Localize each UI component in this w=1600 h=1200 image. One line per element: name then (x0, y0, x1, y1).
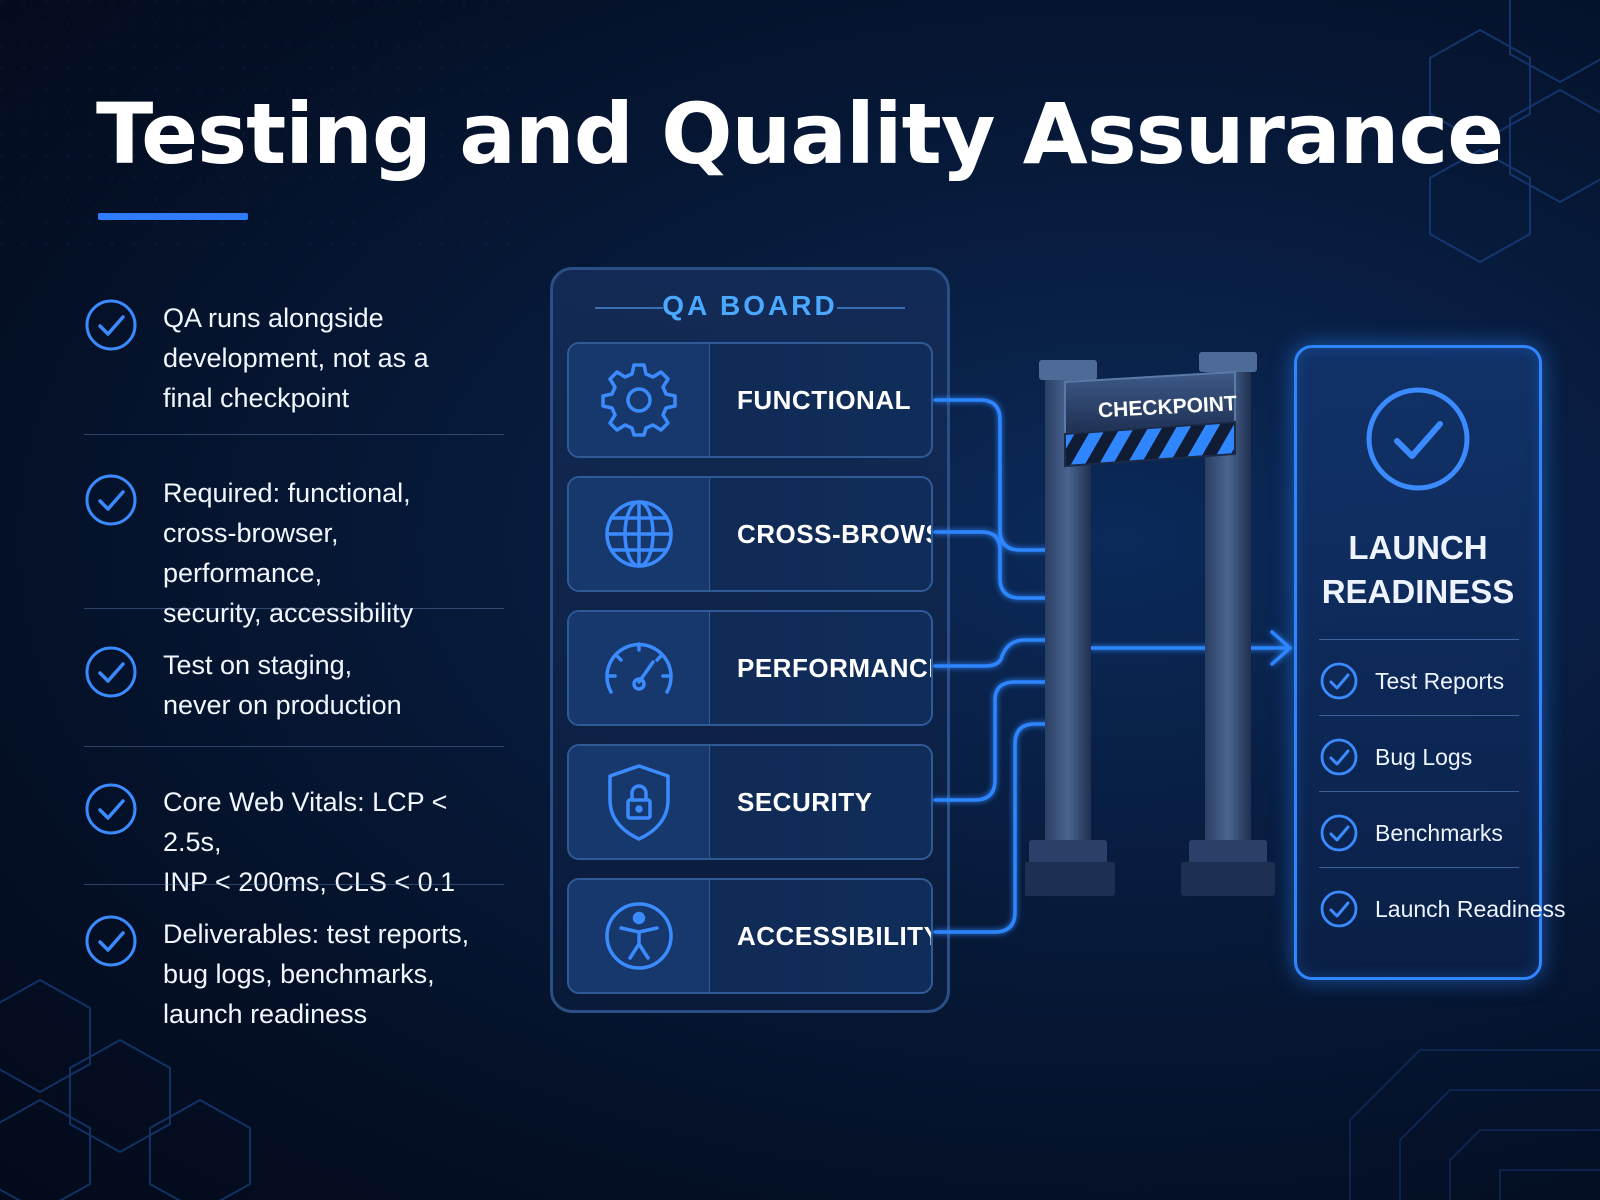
bullet-line: development, not as a (163, 343, 429, 373)
qa-board-title: QA BOARD (662, 290, 838, 321)
launch-readiness-panel: LAUNCH READINESS Test Reports Bug Logs B… (1294, 345, 1566, 980)
check-circle-icon (85, 299, 137, 351)
qa-row-label: PERFORMANCE (737, 652, 933, 683)
bullet-line: Deliverables: test reports, (163, 919, 470, 949)
check-circle-icon (85, 646, 137, 698)
bullet-line: Required: functional, (163, 478, 411, 508)
bullet-line: security, accessibility (163, 598, 414, 628)
bullet-text: Test on staging, never on production (163, 645, 504, 725)
qa-row-label: SECURITY (737, 786, 873, 817)
check-circle-icon (85, 915, 137, 967)
qa-row-label: FUNCTIONAL (737, 384, 911, 415)
launch-item-label: Benchmarks (1375, 819, 1503, 846)
bullet-line: Core Web Vitals: LCP < 2.5s, (163, 787, 448, 857)
launch-item-label: Bug Logs (1375, 743, 1473, 770)
launch-title-line: LAUNCH (1348, 529, 1488, 566)
qa-row-cross-browser: CROSS-BROWSER (567, 476, 933, 592)
qa-row-iconbox (569, 344, 710, 456)
page-title: Testing and Quality Assurance (96, 85, 1504, 183)
check-circle-icon (85, 783, 137, 835)
bullet-divider (84, 746, 504, 747)
check-circle-icon (1320, 890, 1358, 928)
bullet-divider (84, 884, 504, 885)
speedometer-icon (605, 642, 673, 694)
bullet-text: Deliverables: test reports, bug logs, be… (163, 914, 504, 1034)
bullet-line: launch readiness (163, 999, 368, 1029)
title-underline (98, 213, 248, 220)
launch-item: Bug Logs (1319, 734, 1539, 780)
check-circle-icon (85, 474, 137, 526)
bullet-item: QA runs alongside development, not as a … (84, 298, 504, 418)
qa-row-performance: PERFORMANCE (567, 610, 933, 726)
checkpoint-gate (1025, 352, 1275, 896)
check-circle-icon (1366, 387, 1470, 491)
qa-row-iconbox (569, 612, 710, 724)
gear-icon (601, 363, 677, 437)
launch-item: Test Reports (1319, 658, 1539, 704)
bullet-item: Test on staging, never on production (84, 645, 504, 725)
shield-lock-icon (608, 764, 670, 841)
qa-row-functional: FUNCTIONAL (567, 342, 933, 458)
launch-item-label: Test Reports (1375, 667, 1505, 694)
bullet-item: Deliverables: test reports, bug logs, be… (84, 914, 504, 1034)
bullet-line: QA runs alongside (163, 303, 384, 333)
qa-board-title-rule (595, 307, 663, 309)
bullet-item: Required: functional, cross-browser, per… (84, 473, 504, 633)
qa-row-label: ACCESSIBILITY (737, 920, 933, 951)
bullet-line: Test on staging, (163, 650, 353, 680)
bullet-text: Core Web Vitals: LCP < 2.5s, INP < 200ms… (163, 782, 504, 902)
qa-row-iconbox (569, 746, 710, 858)
launch-divider (1319, 639, 1519, 640)
launch-divider (1319, 791, 1519, 792)
launch-item-label: Launch Readiness (1375, 895, 1566, 922)
accessibility-icon (605, 902, 673, 970)
launch-item: Launch Readiness (1319, 886, 1566, 932)
bullet-divider (84, 434, 504, 435)
bullet-line: INP < 200ms, CLS < 0.1 (163, 867, 456, 897)
qa-row-security: SECURITY (567, 744, 933, 860)
bullet-text: QA runs alongside development, not as a … (163, 298, 504, 418)
bullet-item: Core Web Vitals: LCP < 2.5s, INP < 200ms… (84, 782, 504, 902)
bullet-line: bug logs, benchmarks, (163, 959, 435, 989)
qa-row-iconbox (569, 478, 710, 590)
launch-divider (1319, 715, 1519, 716)
launch-item: Benchmarks (1319, 810, 1539, 856)
bullet-divider (84, 608, 504, 609)
qa-board-title-rule (837, 307, 905, 309)
qa-board: QA BOARD FUNCTIONAL (550, 267, 950, 1013)
check-circle-icon (1320, 814, 1358, 852)
launch-title-line: READINESS (1321, 573, 1515, 610)
check-circle-icon (1320, 662, 1358, 700)
qa-row-iconbox (569, 880, 710, 992)
bullet-line: cross-browser, performance, (163, 518, 339, 588)
check-circle-icon (1320, 738, 1358, 776)
qa-row-label: CROSS-BROWSER (737, 518, 931, 549)
qa-row-accessibility: ACCESSIBILITY (567, 878, 933, 994)
bullet-line: final checkpoint (163, 383, 350, 413)
bullet-text: Required: functional, cross-browser, per… (163, 473, 504, 633)
bullet-line: never on production (163, 690, 402, 720)
globe-icon (605, 500, 673, 568)
launch-divider (1319, 867, 1519, 868)
launch-title: LAUNCH READINESS (1297, 526, 1539, 614)
